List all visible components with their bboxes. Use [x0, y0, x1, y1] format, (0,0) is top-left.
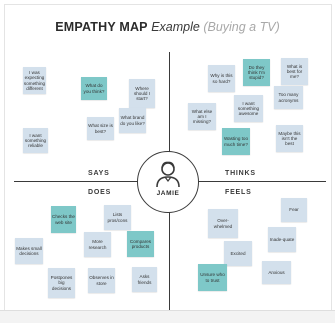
persona-circle: JAMIE [137, 151, 199, 213]
sticky-note: Compares products [127, 231, 154, 257]
sticky-note: Observes in store [88, 268, 115, 293]
title-example: Example [151, 20, 200, 34]
title-subtitle: (Buying a TV) [203, 20, 280, 34]
sticky-note: What else am I missing? [188, 103, 216, 130]
sticky-note: Wasting too much time? [222, 128, 250, 155]
person-icon [156, 161, 180, 188]
quadrant-label-feels: FEELS [225, 189, 252, 196]
sticky-note: Inade-quate [268, 227, 296, 252]
sticky-note: Over-whelmed [208, 209, 238, 238]
sticky-note: I was expecting something different [23, 67, 46, 94]
sticky-note: Where should I start? [129, 79, 155, 108]
sticky-note: What is best for me? [281, 58, 308, 85]
persona-name: JAMIE [156, 190, 180, 197]
sticky-note: Maybe this isn't the best [276, 125, 303, 152]
sticky-note: Asks friends [132, 267, 157, 292]
sticky-note: Postpones big decisions [48, 268, 75, 298]
sticky-note: Why is this so hard? [208, 65, 235, 92]
sticky-note: Makes small decisions [15, 238, 43, 264]
map-title: EMPATHY MAP Example (Buying a TV) [0, 20, 335, 34]
sticky-note: Excited [224, 241, 252, 266]
sticky-note: I want something reliable [23, 128, 48, 153]
quadrant-label-does: DOES [88, 189, 112, 196]
sticky-note: More research [84, 232, 111, 257]
bottom-toolbar-strip [0, 310, 335, 323]
sticky-note: I want something awesome [234, 95, 263, 122]
sticky-note: Do they think I'm stupid? [243, 59, 270, 86]
title-main: EMPATHY MAP [55, 20, 148, 34]
quadrant-label-thinks: THINKS [225, 170, 256, 177]
sticky-note: Checks the web site [51, 206, 76, 233]
sticky-note: Unsure who to trust [198, 264, 227, 291]
sticky-note: Anxious [262, 261, 291, 284]
sticky-note: What size is best? [87, 117, 114, 140]
sticky-note: What brand do you like? [119, 108, 146, 133]
quadrant-label-says: SAYS [88, 170, 110, 177]
sticky-note: Too many acronyms [274, 86, 303, 109]
sticky-note: What do you think? [81, 77, 107, 100]
sticky-note: Fear [281, 198, 307, 222]
sticky-note: Lists pros/cons [104, 205, 131, 230]
